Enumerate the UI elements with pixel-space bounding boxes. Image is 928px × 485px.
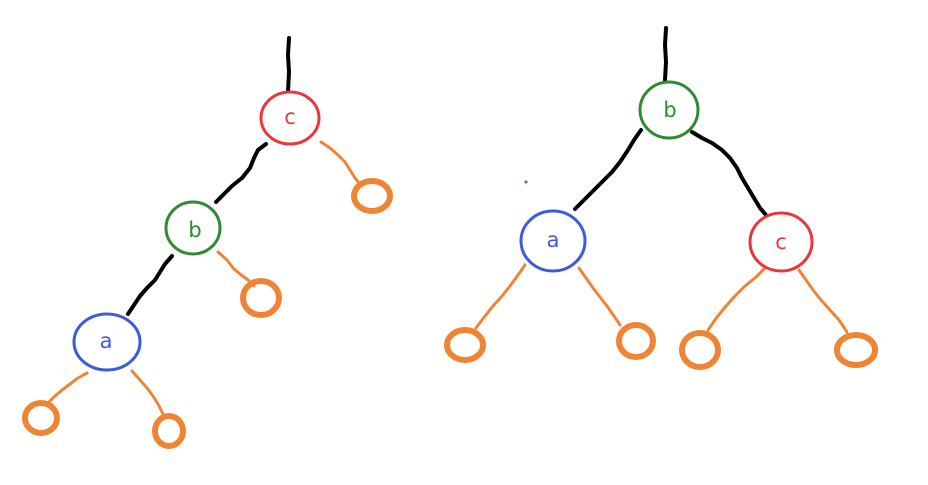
right-edge-c-leaf-right [797, 268, 849, 334]
node-circle [164, 200, 222, 256]
stray-dot [524, 180, 528, 184]
right-edge-c-leaf-left [706, 266, 767, 332]
left-edge-a-leaf-right [130, 369, 165, 416]
node-circle [72, 312, 142, 372]
left-tree: c b a [22, 36, 393, 449]
right-edge-a-leaf-right [577, 266, 622, 327]
left-edge-c-b [214, 142, 268, 204]
left-node-a: a [72, 312, 142, 372]
right-edge-b-c [690, 130, 768, 217]
left-node-b: b [164, 200, 222, 256]
left-root-edge [286, 36, 291, 94]
node-label: a [547, 228, 560, 252]
node-circle [748, 211, 814, 273]
left-leaf-under-a-right [152, 413, 186, 449]
node-label: b [663, 98, 676, 122]
node-label: a [100, 329, 113, 353]
left-leaf-under-b [240, 278, 282, 318]
left-node-c: c [259, 90, 321, 146]
left-leaf-under-c [351, 178, 393, 214]
right-node-c: c [748, 211, 814, 273]
right-node-a: a [519, 209, 587, 273]
node-label: c [775, 230, 787, 254]
right-node-b: b [638, 80, 700, 140]
node-circle [638, 80, 700, 140]
node-label: b [188, 218, 201, 242]
right-leaf-under-c-right [834, 332, 878, 368]
right-edge-a-leaf-left [474, 263, 527, 330]
left-edge-a-leaf-left [46, 371, 89, 405]
node-circle [519, 209, 587, 273]
right-edge-b-a [573, 128, 643, 211]
right-root-edge [663, 26, 668, 82]
right-leaf-under-c-left [679, 330, 721, 370]
node-label: c [284, 105, 296, 129]
right-leaf-under-a-left [444, 327, 486, 363]
left-leaf-under-a-left [22, 400, 60, 436]
left-edge-b-a [126, 254, 174, 316]
right-leaf-under-a-right [616, 322, 656, 360]
left-edge-b-leaf [216, 250, 256, 288]
left-edge-c-leaf [319, 140, 362, 186]
right-tree: b a c [444, 26, 878, 370]
node-circle [259, 90, 321, 146]
